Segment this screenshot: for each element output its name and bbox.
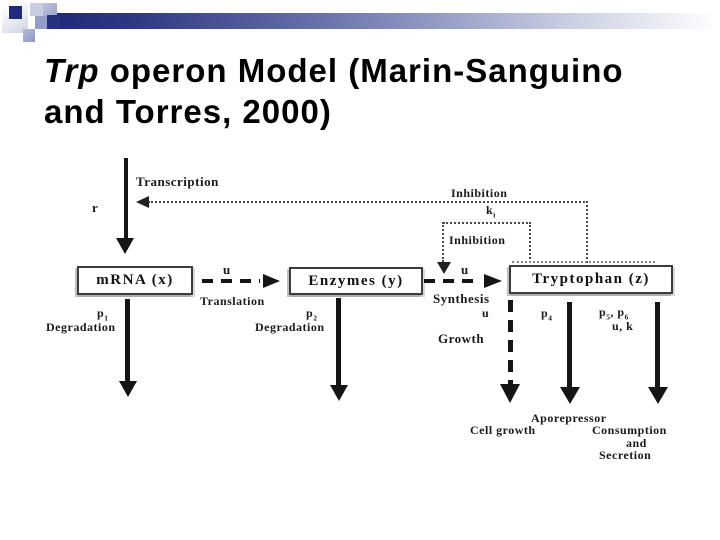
- consumption-arrow-line: [655, 302, 660, 387]
- inhibition-outer-line-vertical: [586, 201, 588, 263]
- enzymes-degradation-rate-label: p2: [306, 306, 318, 323]
- transcription-arrowhead: [116, 238, 134, 254]
- growth-label: Growth: [438, 331, 485, 346]
- aporepressor-arrow-line: [567, 302, 572, 387]
- mrna-box-label: mRNA (x): [96, 272, 174, 288]
- mrna-degradation-arrowhead: [119, 381, 137, 397]
- deco-square-lavender-low: [23, 29, 35, 42]
- deco-square-lavender-grad: [43, 3, 57, 16]
- enzymes-box-label: Enzymes (y): [308, 272, 404, 289]
- tryptophan-box-label: Tryptophan (z): [532, 271, 650, 287]
- translation-rate-label: u: [223, 262, 231, 277]
- header-gradient-bar: [45, 13, 712, 29]
- inhibition-outer-label: Inhibition: [451, 186, 508, 200]
- synthesis-arrow-dashes: [424, 279, 480, 283]
- transcription-arrow-line: [124, 158, 128, 239]
- inhibition-inner-line-horizontal: [443, 222, 531, 224]
- translation-arrowhead: [263, 274, 280, 288]
- growth-arrow-dashes: [508, 300, 513, 385]
- synthesis-arrowhead: [484, 274, 502, 288]
- inhibition-inner-arrowhead: [437, 262, 451, 274]
- translation-label: Translation: [200, 294, 265, 308]
- slide-title: Trp operon Model (Marin-Sanguino and Tor…: [44, 50, 704, 132]
- mrna-degradation-label: Degradation: [46, 320, 116, 334]
- consumption-rates-label-2: u, k: [612, 319, 634, 333]
- inhibition-outer-constant-label: ki: [486, 203, 496, 220]
- deco-square-navy-2: [47, 15, 60, 29]
- enzymes-degradation-arrowhead: [330, 385, 348, 401]
- title-line-1: Trp operon Model (Marin-Sanguino: [44, 50, 704, 91]
- title-line-2: and Torres, 2000): [44, 93, 332, 130]
- growth-arrowhead: [500, 384, 520, 403]
- aporepressor-caption: Aporepressor: [531, 411, 607, 425]
- title-italic-trp: Trp: [44, 52, 100, 89]
- consumption-caption-line2: and: [626, 436, 647, 450]
- mrna-degradation-rate-label: p1: [97, 306, 109, 323]
- inhibition-outer-line-horizontal: [148, 201, 588, 203]
- consumption-arrowhead: [648, 387, 668, 404]
- consumption-caption-line3: Secretion: [599, 448, 652, 462]
- enzymes-degradation-arrow-line: [336, 298, 341, 385]
- title-line-1-rest: operon Model (Marin-Sanguino: [99, 52, 624, 89]
- tryptophan-box-top-dotted-line: [512, 261, 655, 263]
- consumption-rates-label-1: p5, p6: [599, 305, 629, 322]
- growth-rate-label: u: [482, 306, 490, 320]
- inhibition-inner-line-left: [442, 222, 444, 262]
- enzymes-degradation-label: Degradation: [255, 320, 325, 334]
- aporepressor-rate-label: p4: [541, 306, 553, 323]
- inhibition-outer-arrowhead: [136, 196, 149, 208]
- inhibition-inner-line-right: [529, 222, 531, 259]
- transcription-rate-label: r: [92, 200, 99, 215]
- translation-arrow-dashes: [202, 279, 260, 283]
- mrna-degradation-arrow-line: [125, 299, 130, 382]
- aporepressor-arrowhead: [560, 387, 580, 404]
- consumption-caption-line1: Consumption: [592, 423, 667, 437]
- mrna-box: mRNA (x): [77, 266, 193, 295]
- deco-square-lavender-mid: [35, 16, 47, 29]
- inhibition-inner-label: Inhibition: [449, 233, 506, 247]
- deco-square-navy-1: [9, 6, 22, 19]
- deco-square-lavender-light: [30, 3, 43, 16]
- synthesis-label: Synthesis: [433, 291, 490, 306]
- transcription-label: Transcription: [136, 174, 219, 189]
- cell-growth-caption: Cell growth: [470, 423, 536, 437]
- enzymes-box: Enzymes (y): [289, 267, 423, 295]
- tryptophan-box: Tryptophan (z): [509, 265, 673, 294]
- synthesis-rate-label: u: [461, 262, 469, 277]
